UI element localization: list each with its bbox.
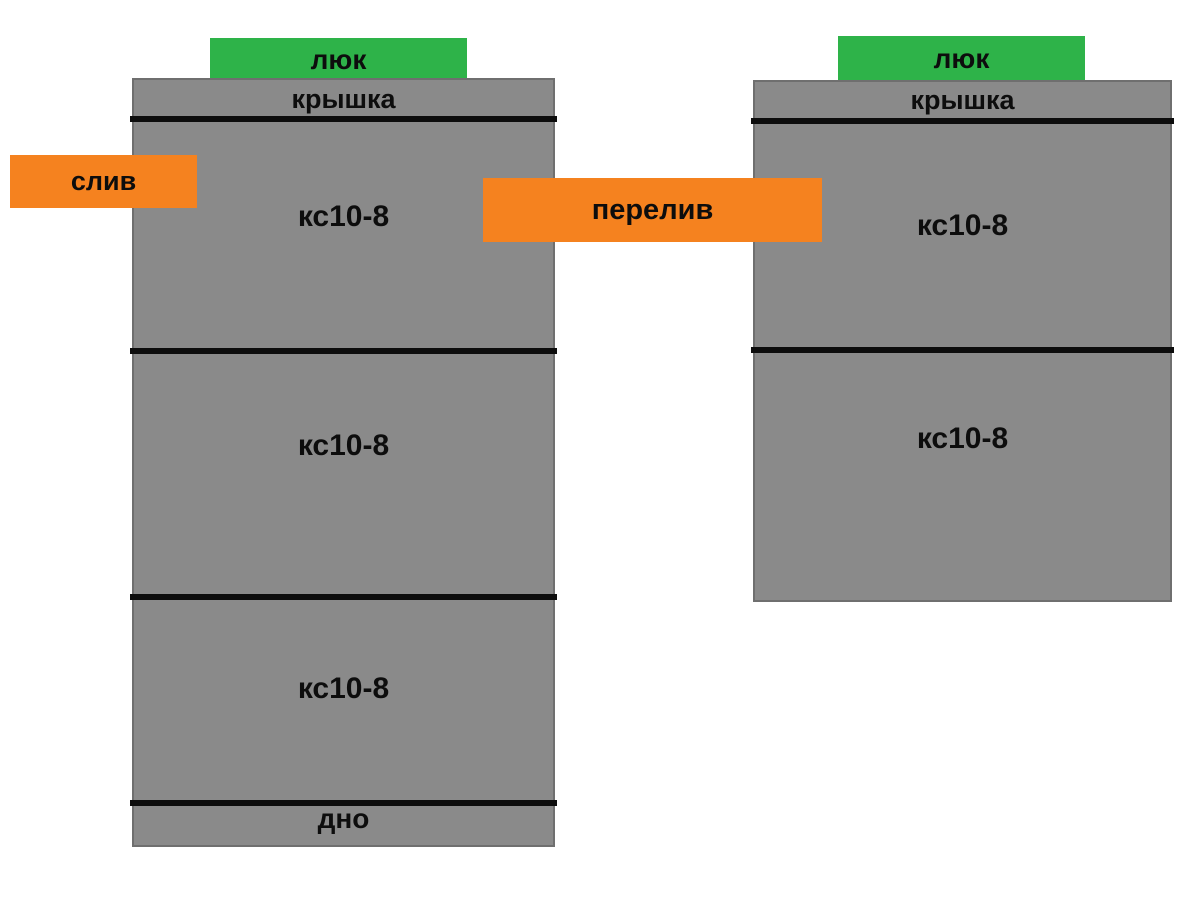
hatch-label-right: люк [933,43,990,74]
hatch-label-left: люк [310,44,367,75]
ring-label: кс10-8 [297,672,390,705]
ring-label: кс10-8 [916,209,1009,242]
bottom-joint-line [130,800,557,806]
drain-pipe-block: слив [10,155,197,208]
overflow-pipe-block: перелив [483,178,822,242]
hatch-block-left: люк [210,38,467,82]
ring-joint-line [130,348,557,354]
bottom-label: дно [317,803,370,834]
drain-label: слив [70,166,137,196]
ring-joint-line [751,347,1174,353]
lid-label-left: крышка [291,84,396,114]
overflow-label: перелив [591,193,714,226]
lid-joint-line [130,116,557,122]
hatch-block-right: люк [838,36,1085,82]
ring-joint-line [130,594,557,600]
ring-label: кс10-8 [297,200,390,233]
lid-joint-line [751,118,1174,124]
right-tank: крышка кс10-8 кс10-8 [751,80,1174,602]
ring-label: кс10-8 [297,429,390,462]
lid-label-right: крышка [910,85,1015,115]
ring-label: кс10-8 [916,422,1009,455]
